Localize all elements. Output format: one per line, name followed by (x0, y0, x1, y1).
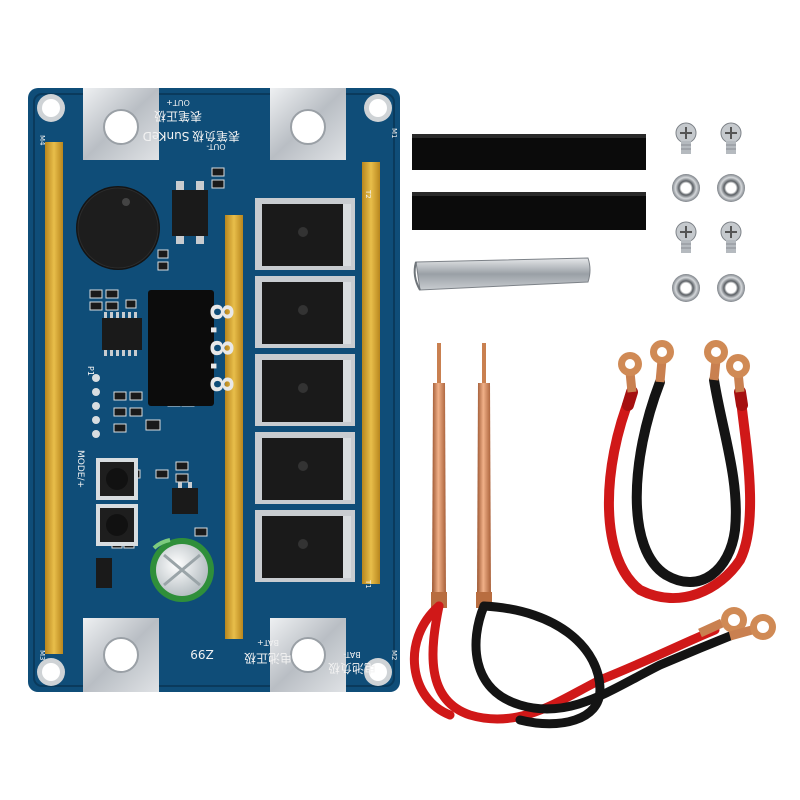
pad-label-m1: M1 (390, 128, 398, 139)
tape-strip (412, 134, 646, 170)
out-plus-code-label: OUT+ (166, 98, 190, 107)
pad-label-m2: M2 (390, 650, 398, 661)
nickel-clip (413, 257, 591, 291)
bat-minus-cn-label: 电池负极 (328, 661, 376, 675)
nuts (672, 174, 745, 302)
mosfet (255, 198, 355, 270)
screw (720, 221, 742, 253)
mode-button (96, 458, 138, 500)
red-battery-cable (603, 387, 756, 603)
out-minus-cn-label: 表笔负极 (192, 129, 240, 144)
diode (96, 558, 112, 588)
welding-pen (476, 343, 492, 608)
mounting-holes (37, 94, 392, 686)
mosfet (255, 510, 355, 582)
bat-plus-cn-label: 电池正极 (244, 651, 292, 665)
model-label: Z99 (190, 647, 214, 661)
transistor (172, 488, 198, 514)
black-cable (471, 601, 745, 714)
pad-label-t1: T1 (364, 579, 372, 589)
insulating-tape-strips (412, 134, 646, 230)
pen-cables (409, 601, 745, 729)
microcontroller-chip (102, 312, 142, 356)
plus-button (96, 504, 138, 546)
mosfet (255, 432, 355, 504)
nut (717, 274, 745, 302)
bat-minus-code-label: BAT- (343, 650, 360, 659)
regulator-chip (172, 190, 208, 236)
pad-label-m4: M4 (38, 135, 46, 146)
terminal-pads (83, 88, 346, 692)
screw (720, 122, 742, 154)
welding-pens (431, 343, 492, 608)
nut (717, 174, 745, 202)
tape-strip (412, 192, 646, 230)
screws (675, 122, 742, 253)
bat-plus-code-label: BAT+ (257, 638, 279, 647)
black-battery-cable (631, 375, 741, 587)
mosfet (255, 354, 355, 426)
top-ring-lugs (618, 340, 750, 393)
buzzer (76, 186, 160, 270)
mosfet-array (255, 198, 355, 582)
nut (672, 174, 700, 202)
screw (675, 221, 697, 253)
mode-label: MODE/+ (75, 450, 85, 488)
display-digits: 8.8.8 (203, 303, 238, 393)
p1-header: P1 (86, 366, 100, 438)
out-minus-code-label: OUT- (206, 142, 225, 151)
out-plus-cn-label: 表笔正极 (154, 109, 202, 124)
pad-label-m3: M3 (38, 650, 46, 661)
pcb-board: 8.8.8 P1 MODE/+ (28, 88, 400, 692)
nut (672, 274, 700, 302)
battery-cables (603, 375, 756, 603)
gold-bus-strips (45, 142, 380, 654)
bottom-ring-lugs (698, 607, 776, 641)
p1-label: P1 (86, 366, 95, 376)
seven-segment-display: 8.8.8 (148, 290, 238, 406)
screw (675, 122, 697, 154)
pad-label-t2: T2 (364, 189, 372, 199)
mosfet (255, 276, 355, 348)
brand-label: SunKeD (143, 129, 190, 143)
welding-pen (431, 343, 447, 608)
electrolytic-capacitor (150, 538, 214, 602)
